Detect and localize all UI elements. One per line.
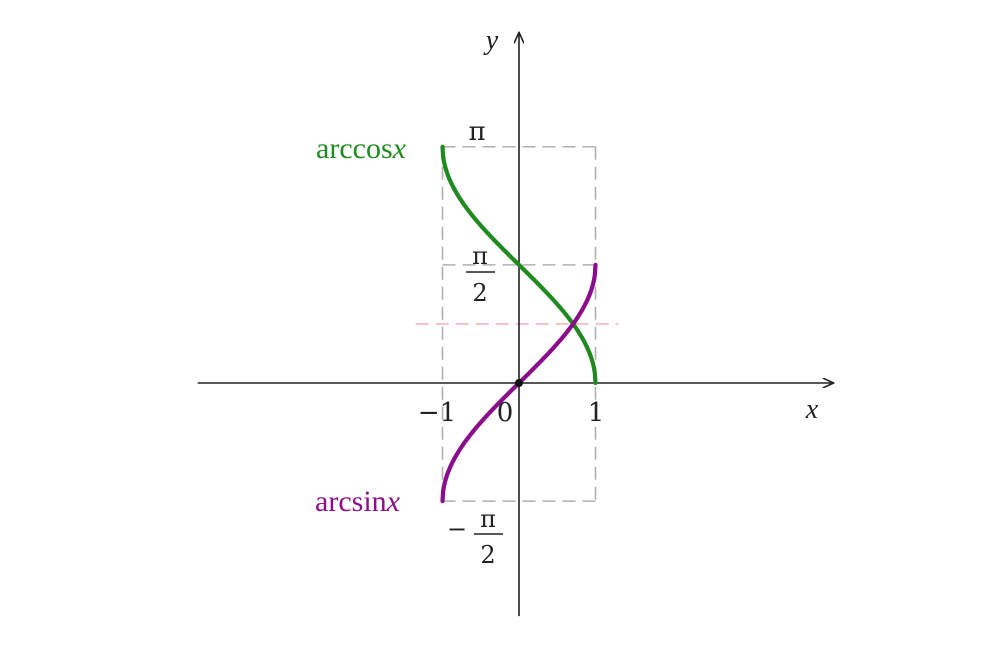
x-axis-label: x (805, 394, 819, 425)
series-label-arcsin-var: x (386, 485, 401, 518)
series-arccos-curve (440, 144, 598, 386)
axes (197, 33, 833, 617)
y-tick-label-pi: π (468, 117, 485, 147)
y-tick-half-pi-denominator: 2 (472, 279, 487, 307)
y-axis-label: y (483, 25, 499, 56)
series-label-arccos-fn: arccos (316, 132, 393, 165)
series-label-arccos-var: x (392, 132, 407, 165)
series-label-arcsin-fn: arcsin (315, 485, 387, 518)
series-label-arcsin: arcsinx (315, 485, 401, 518)
guide-lines (415, 145, 619, 502)
x-tick-label-0: −1 (418, 398, 456, 428)
series-group (440, 144, 598, 504)
x-tick-label-1: 0 (497, 398, 514, 428)
y-tick-neg-half-pi-sign: − (447, 515, 467, 543)
origin-point (515, 379, 523, 387)
y-tick-half-pi-numerator: π (472, 242, 488, 270)
series-label-arccos: arccosx (316, 132, 407, 165)
y-tick-neg-half-pi-numerator: π (480, 505, 496, 533)
y-tick-neg-half-pi-denominator: 2 (480, 541, 495, 569)
x-tick-label-2: 1 (588, 398, 605, 428)
